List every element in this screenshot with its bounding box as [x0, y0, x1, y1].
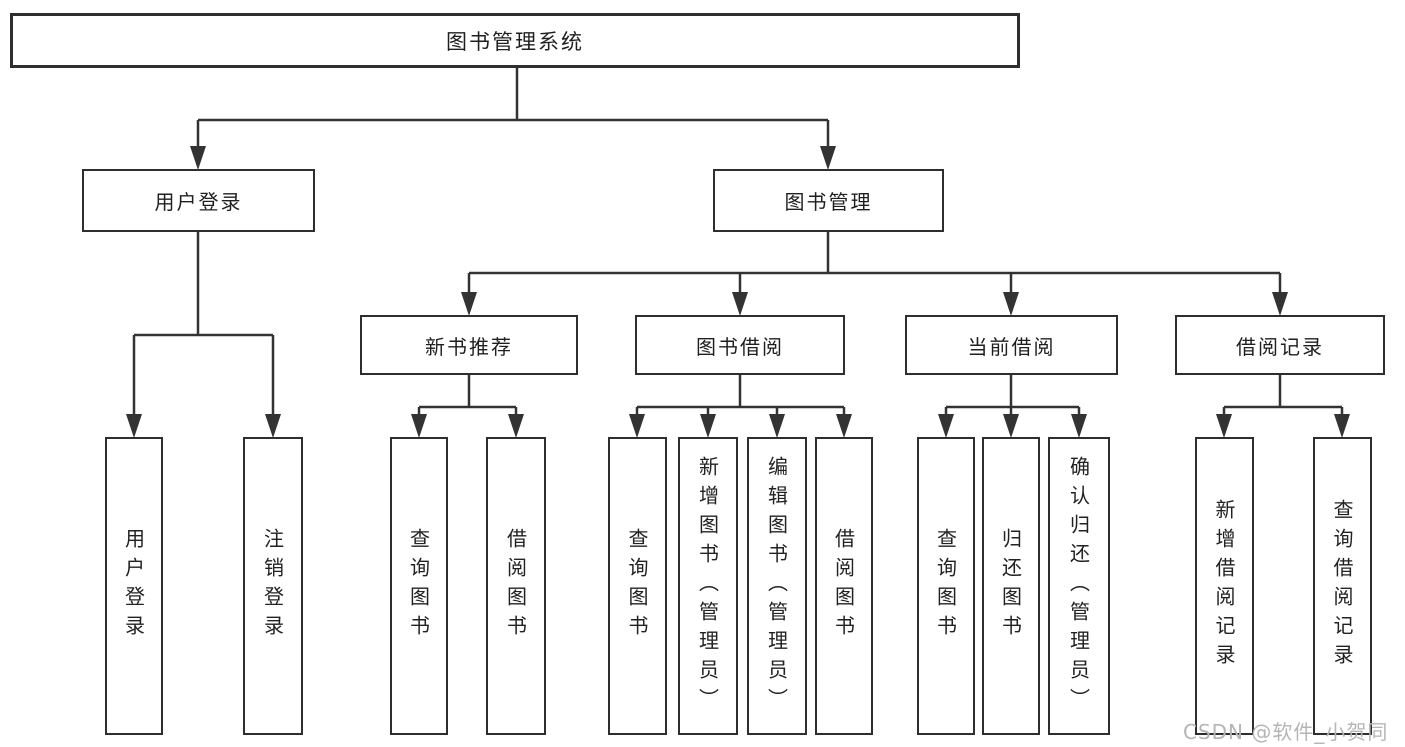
leaf-logout: 注销登录	[243, 437, 303, 735]
leaf-user-login: 用户登录	[105, 437, 163, 735]
leaf-borrow-add-books-admin: 新增图书（管理员）	[678, 437, 738, 735]
node-borrow-records: 借阅记录	[1175, 315, 1385, 375]
leaf-current-query-books: 查询图书	[917, 437, 975, 735]
node-book-borrow: 图书借阅	[635, 315, 845, 375]
leaf-recommend-query-books: 查询图书	[390, 437, 448, 735]
leaf-current-confirm-return-admin: 确认归还（管理员）	[1048, 437, 1110, 735]
node-user-login: 用户登录	[82, 169, 315, 232]
leaf-records-query-borrow-record: 查询借阅记录	[1313, 437, 1372, 735]
leaf-current-return-books: 归还图书	[982, 437, 1040, 735]
node-book-management: 图书管理	[713, 169, 944, 232]
arrowheads	[126, 146, 1350, 438]
leaf-records-add-borrow-record: 新增借阅记录	[1195, 437, 1254, 735]
leaf-recommend-borrow-books: 借阅图书	[486, 437, 546, 735]
leaf-borrow-borrow-books: 借阅图书	[815, 437, 873, 735]
leaf-borrow-query-books: 查询图书	[608, 437, 667, 735]
node-new-book-recommend: 新书推荐	[360, 315, 578, 375]
node-library-management-system: 图书管理系统	[10, 13, 1020, 68]
leaf-borrow-edit-books-admin: 编辑图书（管理员）	[747, 437, 807, 735]
node-current-borrow: 当前借阅	[905, 315, 1118, 375]
